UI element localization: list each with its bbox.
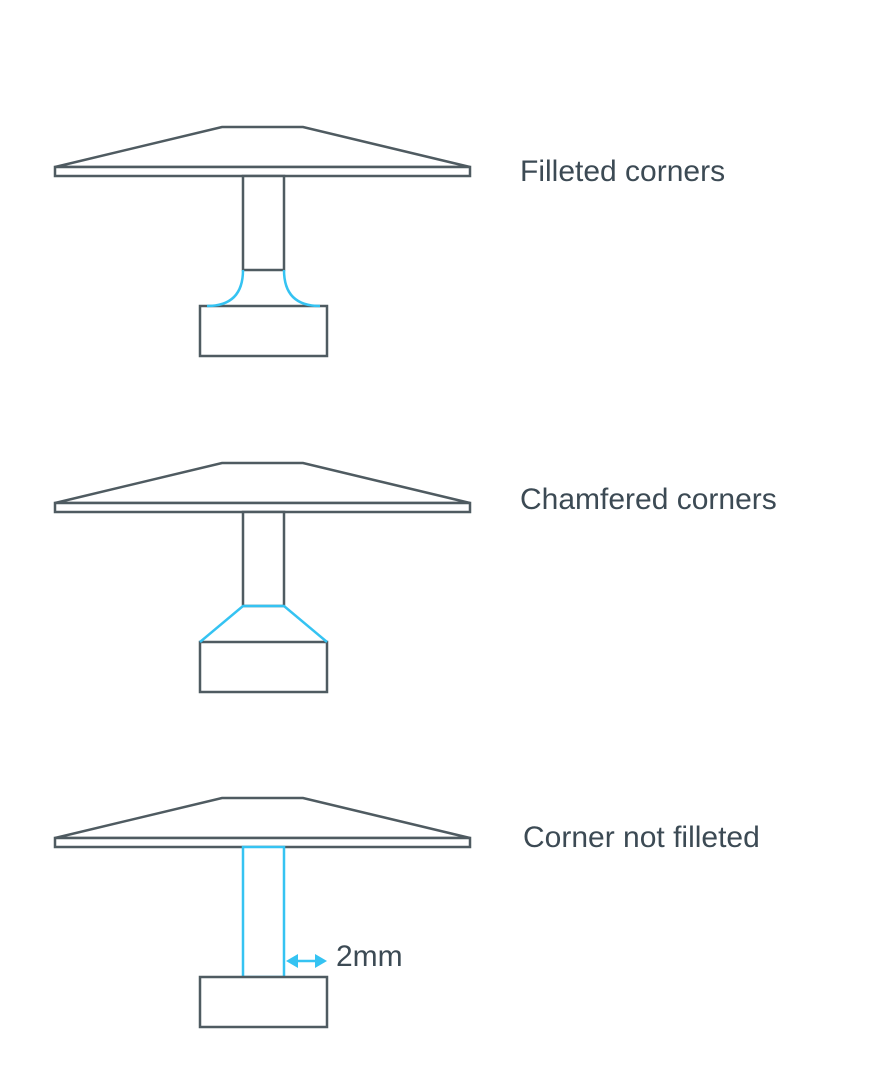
stem bbox=[241, 510, 286, 608]
cap-top bbox=[54, 461, 471, 505]
panel-corner-not-filleted: 2mm Corner not filleted bbox=[53, 796, 760, 1029]
panel-label: Chamfered corners bbox=[520, 483, 777, 516]
cap-flange bbox=[53, 165, 472, 178]
dimension-label: 2mm bbox=[336, 940, 403, 973]
cap-flange bbox=[53, 501, 472, 514]
fillet-left bbox=[206, 269, 245, 308]
arrow-head-right bbox=[315, 954, 327, 968]
base-block bbox=[198, 975, 329, 1029]
stem-highlighted bbox=[241, 845, 286, 979]
panel-label: Corner not filleted bbox=[523, 821, 760, 854]
base-block bbox=[198, 304, 329, 358]
stem bbox=[241, 174, 286, 272]
chamfer bbox=[199, 604, 328, 643]
base-block bbox=[198, 640, 329, 694]
cap-top bbox=[54, 125, 471, 169]
fillet-right bbox=[282, 269, 321, 308]
panel-chamfered-corners: Chamfered corners bbox=[53, 461, 777, 694]
dimension-arrow bbox=[286, 954, 327, 968]
cap-flange bbox=[53, 836, 472, 849]
cap-top bbox=[54, 796, 471, 840]
arrow-head-left bbox=[286, 954, 298, 968]
panel-label: Filleted corners bbox=[520, 155, 725, 188]
panel-filleted-corners: Filleted corners bbox=[53, 125, 725, 358]
